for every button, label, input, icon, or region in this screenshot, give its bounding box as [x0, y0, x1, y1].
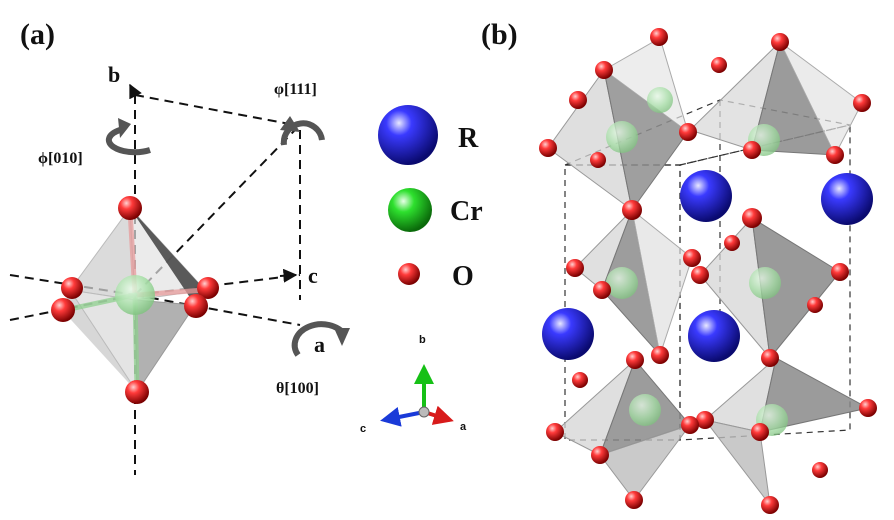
oxygen-atom — [539, 139, 557, 157]
oxygen-atom — [61, 277, 83, 299]
oxygen-atom — [626, 351, 644, 369]
panel-b-crystal-structure — [539, 28, 877, 514]
unit-cell-edge — [679, 124, 851, 441]
oxygen-atom — [696, 411, 714, 429]
oxygen-atom — [625, 491, 643, 509]
rotation-arrowhead-icon — [118, 118, 131, 138]
axis-label-b: b — [108, 62, 120, 87]
r-atom — [688, 310, 740, 362]
octa-face-dark — [130, 208, 205, 305]
rotation-label-phi-111: φ[111] — [274, 81, 317, 98]
legend-cr-label: Cr — [450, 196, 483, 227]
triad-label-b: b — [419, 334, 426, 346]
legend-cr-atom — [388, 188, 432, 232]
chromium-atom — [115, 275, 155, 315]
oxygen-atom — [826, 146, 844, 164]
panel-b-label: (b) — [481, 18, 518, 51]
oxygen-atom — [566, 259, 584, 277]
oxygen-atom — [771, 33, 789, 51]
oxygen-atom — [812, 462, 828, 478]
axis-label-c: c — [308, 263, 318, 288]
oxygen-atom — [691, 266, 709, 284]
triad-c-arrow — [380, 407, 425, 427]
b-axis-arrow — [129, 83, 142, 100]
a-axis-line — [134, 294, 301, 326]
legend-o-atom — [398, 263, 420, 285]
rotation-arrowhead-icon — [280, 116, 300, 132]
axis-label-a: a — [314, 332, 325, 357]
oxygen-atom — [569, 91, 587, 109]
cr-atom — [606, 121, 638, 153]
oxygen-atom — [650, 28, 668, 46]
oxygen-atom — [651, 346, 669, 364]
cr-atom — [749, 267, 781, 299]
oxygen-atom — [679, 123, 697, 141]
cr-atom — [647, 87, 673, 113]
oxygen-atom — [761, 496, 779, 514]
oxygen-atom — [853, 94, 871, 112]
axis-triad: b c a — [360, 334, 467, 435]
rotation-label-theta-100: θ[100] — [276, 380, 319, 397]
c-axis-arrow — [279, 268, 298, 283]
oxygen-atom — [595, 61, 613, 79]
cr-octahedron — [547, 37, 689, 212]
oxygen-atom — [859, 399, 877, 417]
triad-label-a: a — [460, 421, 467, 433]
rotation-arrowhead-icon — [334, 328, 350, 346]
oxygen-atom — [593, 281, 611, 299]
oxygen-atom — [197, 277, 219, 299]
oxygen-atom — [51, 298, 75, 322]
oxygen-atom — [546, 423, 564, 441]
oxygen-atom — [572, 372, 588, 388]
oxygen-atom — [807, 297, 823, 313]
oxygen-atom — [742, 208, 762, 228]
oxygen-atom — [184, 294, 208, 318]
legend-o-label: O — [452, 261, 474, 292]
atom-legend: R Cr O — [378, 105, 483, 292]
r-atom — [821, 173, 873, 225]
octa-face — [62, 290, 137, 392]
oxygen-atom — [591, 446, 609, 464]
cr-atom — [629, 394, 661, 426]
oxygen-atom — [751, 423, 769, 441]
r-atom — [542, 308, 594, 360]
rotation-arrow-icon — [280, 120, 325, 146]
triad-label-c: c — [360, 423, 366, 435]
oxygen-atom — [622, 200, 642, 220]
oxygen-atom — [681, 416, 699, 434]
oxygen-atom — [683, 249, 701, 267]
rotation-label-phi-010: ϕ[010] — [38, 150, 83, 167]
oxygen-atom — [831, 263, 849, 281]
oxygen-atom — [724, 235, 740, 251]
oxygen-atom — [743, 141, 761, 159]
rotation-arrow-icon — [105, 127, 151, 156]
oxygen-atom — [711, 57, 727, 73]
r-atom — [680, 170, 732, 222]
triad-origin — [418, 406, 430, 418]
oxygen-atom — [118, 196, 142, 220]
oxygen-atom — [590, 152, 606, 168]
oxygen-atom — [761, 349, 779, 367]
oxygen-atom — [125, 380, 149, 404]
legend-r-label: R — [458, 123, 479, 154]
cr-octahedron — [703, 356, 870, 507]
top-bracket-line — [134, 94, 296, 126]
panel-a-label: (a) — [20, 18, 55, 51]
octa-face — [134, 299, 196, 394]
cr-atom — [606, 267, 638, 299]
panel-a-octahedron-diagram: b c a ϕ[010] φ[111] θ[100] — [9, 62, 350, 475]
cr-octahedron — [689, 40, 863, 157]
legend-r-atom — [378, 105, 438, 165]
